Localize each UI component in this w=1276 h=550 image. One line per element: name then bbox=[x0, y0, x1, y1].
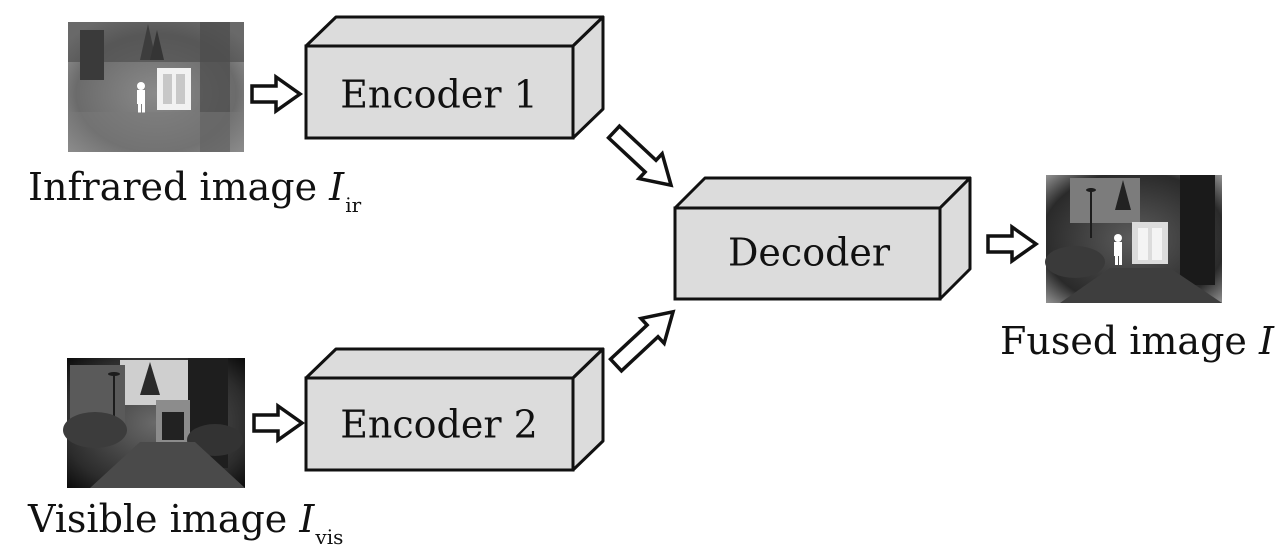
decoder-top-face bbox=[673, 176, 972, 210]
infrared-subscript: ir bbox=[345, 193, 362, 217]
arrow-decoder-to-fused bbox=[986, 223, 1040, 265]
arrow-encoder1-to-decoder bbox=[606, 123, 674, 188]
encoder2-front-face bbox=[304, 376, 575, 472]
infrared-symbol: I bbox=[329, 165, 345, 209]
encoder1-top-face bbox=[304, 15, 605, 48]
visible-caption-text: Visible image bbox=[28, 497, 300, 541]
fused-caption: Fused image IF bbox=[1000, 322, 1276, 369]
arrow-encoder2-to-decoder bbox=[608, 309, 676, 374]
fused-symbol: I bbox=[1258, 319, 1274, 363]
visible-caption: Visible image Ivis bbox=[28, 500, 343, 547]
encoder1-block: Encoder 1 bbox=[304, 15, 605, 140]
infrared-caption: Infrared image Iir bbox=[28, 168, 361, 215]
encoder2-block: Encoder 2 bbox=[304, 347, 605, 472]
fused-caption-text: Fused image bbox=[1000, 319, 1259, 363]
infrared-caption-text: Infrared image bbox=[28, 165, 330, 209]
arrow-infrared-to-encoder1 bbox=[250, 73, 304, 115]
encoder2-label: Encoder 2 bbox=[340, 403, 538, 447]
visible-symbol: I bbox=[299, 497, 315, 541]
infrared-image bbox=[68, 22, 244, 152]
arrow-visible-to-encoder2 bbox=[252, 402, 306, 444]
encoder1-front-face bbox=[304, 44, 575, 140]
visible-image bbox=[63, 358, 245, 488]
fused-image bbox=[1045, 175, 1222, 303]
visible-subscript: vis bbox=[315, 525, 344, 549]
decoder-label: Decoder bbox=[728, 231, 891, 275]
encoder2-top-face bbox=[304, 347, 605, 380]
decoder-front-face bbox=[673, 206, 942, 301]
decoder-block: Decoder bbox=[673, 176, 972, 301]
encoder1-label: Encoder 1 bbox=[340, 73, 538, 117]
fused-subscript: F bbox=[1275, 347, 1276, 371]
